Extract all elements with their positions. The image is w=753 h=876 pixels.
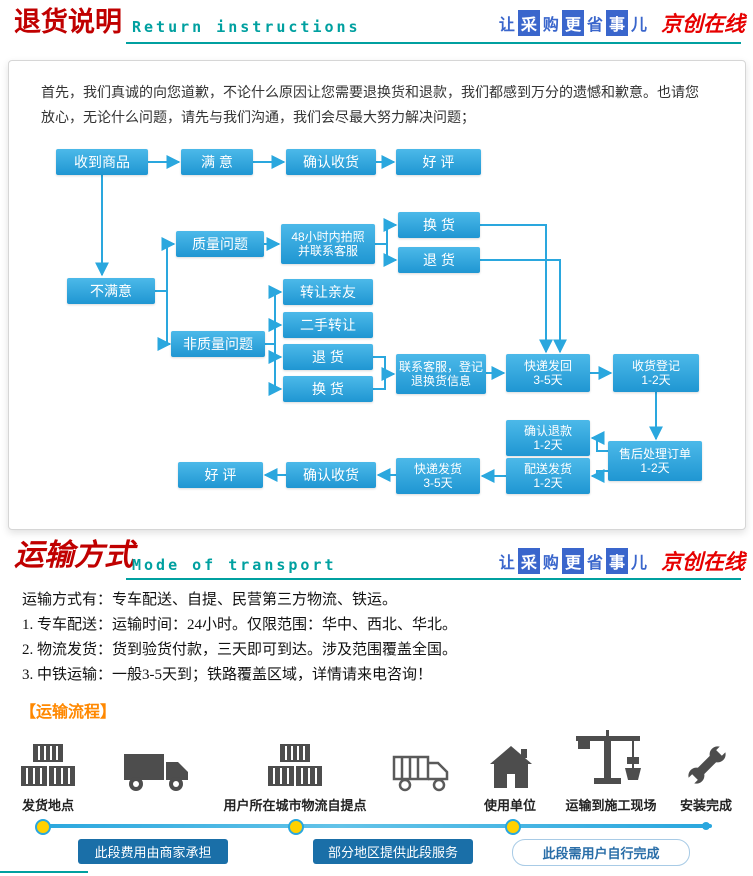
wrench-icon	[682, 740, 732, 795]
tagline-char: 省	[586, 555, 603, 572]
tagline-char: 儿	[630, 17, 647, 34]
flow-node-receipt-register: 收货登记 1-2天	[613, 354, 699, 392]
tagline-char-boxed: 更	[561, 548, 584, 574]
timeline-label-partial-service: 部分地区提供此段服务	[313, 839, 473, 864]
flow-node-non-quality: 非质量问题	[171, 331, 265, 357]
tagline-char: 儿	[630, 555, 647, 572]
flow-node-exchange-quality: 换 货	[398, 212, 480, 238]
flow-node-received: 收到商品	[56, 149, 148, 175]
timeline-bar	[38, 824, 712, 828]
timeline-label-user-complete: 此段需用户自行完成	[512, 839, 690, 866]
container-icon	[20, 742, 76, 795]
flow-node-praise-bottom: 好 评	[178, 462, 263, 488]
step-label-use-unit: 使用单位	[483, 798, 536, 813]
brand-tagline: 让 采 购 更 省 事 儿 京创在线	[498, 8, 745, 38]
transport-description: 运输方式有：专车配送、自提、民营第三方物流、铁运。 1. 专车配送：运输时间：2…	[22, 588, 722, 688]
brand-tagline: 让 采 购 更 省 事 儿 京创在线	[498, 546, 745, 576]
step-label-to-site: 运输到施工现场	[565, 798, 657, 813]
flow-node-confirm-receipt-bottom: 确认收货	[286, 462, 376, 488]
timeline-dot	[505, 819, 521, 835]
tagline-char-boxed: 事	[605, 10, 628, 36]
step-label-install-done: 安装完成	[679, 798, 732, 813]
timeline-end-dot	[702, 822, 710, 830]
container-icon	[267, 742, 323, 795]
return-flow-panel: 首先，我们真诚的向您道歉，不论什么原因让您需要退换货和退款，我们都感到万分的遗憾…	[8, 60, 746, 530]
tagline-char: 购	[542, 555, 559, 572]
transport-subtitle: Mode of transport	[132, 556, 337, 574]
timeline-label-seller-pay: 此段费用由商家承担	[78, 839, 228, 864]
return-section-header: 退货说明 Return instructions 让 采 购 更 省 事 儿 京…	[0, 6, 753, 44]
step-label-pickup-point: 用户所在城市物流自提点	[223, 798, 367, 813]
transport-section-header: 运输方式 Mode of transport 让 采 购 更 省 事 儿 京创在…	[0, 539, 753, 580]
tagline-char: 让	[498, 555, 515, 572]
timeline-dot	[288, 819, 304, 835]
flow-node-transfer-friend: 转让亲友	[283, 279, 373, 305]
brand-logo: 京创在线	[661, 12, 745, 36]
flow-node-dispatch: 配送发货 1-2天	[506, 458, 590, 494]
flow-node-return-nq: 退 货	[283, 344, 373, 370]
return-subtitle: Return instructions	[132, 18, 361, 36]
header-underline	[126, 578, 741, 580]
tagline-char-boxed: 事	[605, 548, 628, 574]
brand-logo: 京创在线	[661, 550, 745, 574]
timeline-dot	[35, 819, 51, 835]
truck-outline-icon	[392, 752, 454, 799]
tagline-char: 省	[586, 17, 603, 34]
flow-node-satisfied: 满 意	[181, 149, 253, 175]
flow-node-unsatisfied: 不满意	[67, 278, 155, 304]
flow-node-exchange-nq: 换 货	[283, 376, 373, 402]
tagline-char: 购	[542, 17, 559, 34]
transport-line: 3. 中铁运输：一般3-5天到；铁路覆盖区域，详情请来电咨询！	[22, 667, 432, 683]
transport-title: 运输方式	[14, 539, 134, 572]
footer-divider	[0, 871, 88, 873]
flow-node-register-info: 联系客服，登记 退换货信息	[396, 354, 486, 394]
transport-line: 运输方式有：专车配送、自提、民营第三方物流、铁运。	[22, 592, 398, 608]
header-underline	[126, 42, 741, 44]
tagline-char-boxed: 更	[561, 10, 584, 36]
house-icon	[488, 744, 534, 795]
flow-node-secondhand: 二手转让	[283, 312, 373, 338]
crane-icon	[574, 730, 648, 793]
transport-line: 2. 物流发货：货到验货付款，三天即可到达。涉及范围覆盖全国。	[22, 642, 458, 658]
tagline-char: 让	[498, 17, 515, 34]
flow-node-photo-48h: 48小时内拍照 并联系客服	[281, 224, 375, 264]
flow-node-express-send: 快递发货 3-5天	[396, 458, 480, 494]
flow-node-praise-top: 好 评	[396, 149, 481, 175]
flow-node-return-quality: 退 货	[398, 247, 480, 273]
flow-node-confirm-refund: 确认退款 1-2天	[506, 420, 590, 456]
flow-node-confirm-receipt-top: 确认收货	[286, 149, 376, 175]
step-label-ship-point: 发货地点	[21, 798, 74, 813]
return-title: 退货说明	[14, 7, 122, 37]
flow-node-aftersale-order: 售后处理订单 1-2天	[608, 441, 702, 481]
tagline-char-boxed: 采	[517, 10, 540, 36]
return-intro-text: 首先，我们真诚的向您道歉，不论什么原因让您需要退换货和退款，我们都感到万分的遗憾…	[41, 86, 699, 126]
flow-node-quality-issue: 质量问题	[176, 231, 264, 257]
transport-line: 1. 专车配送：运输时间：24小时。仅限范围：华中、西北、华北。	[22, 617, 458, 633]
process-title: 【运输流程】	[20, 704, 117, 721]
truck-icon	[122, 748, 192, 799]
flow-node-send-back: 快递发回 3-5天	[506, 354, 590, 392]
tagline-char-boxed: 采	[517, 548, 540, 574]
